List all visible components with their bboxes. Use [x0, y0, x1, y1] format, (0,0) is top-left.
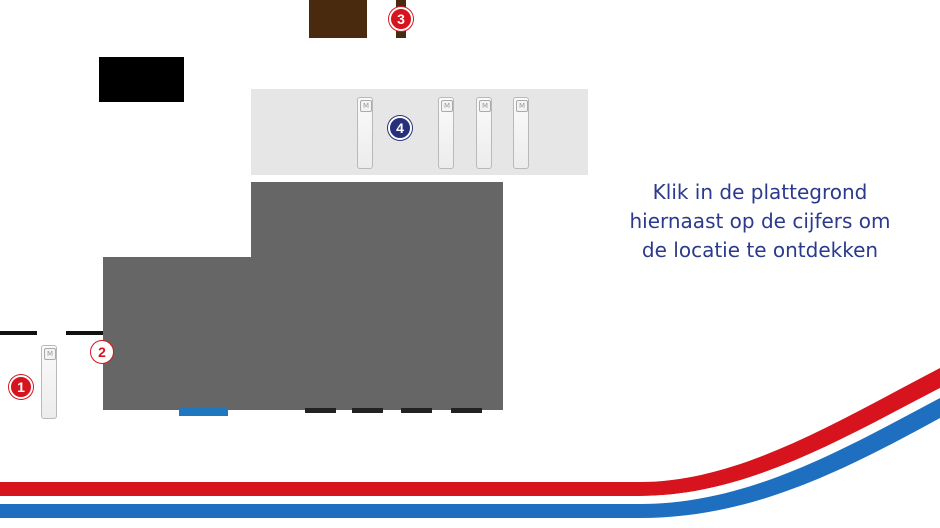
brown-structure	[309, 0, 367, 38]
instruction-text: Klik in de plattegrond hiernaast op de c…	[610, 178, 910, 265]
location-marker-4[interactable]: 4	[388, 116, 412, 140]
ribbon-red-stripe	[0, 368, 940, 496]
black-structure	[99, 57, 184, 102]
location-marker-3[interactable]: 3	[389, 7, 413, 31]
marker-label: 1	[17, 379, 25, 395]
building-lower	[103, 257, 503, 410]
parking-marking	[401, 408, 432, 413]
charging-station: M	[476, 97, 492, 169]
charging-station: M	[41, 345, 57, 419]
blue-marking	[179, 408, 228, 416]
charging-station: M	[513, 97, 529, 169]
parking-marking	[451, 408, 482, 413]
barrier-left	[0, 331, 37, 335]
parking-marking	[305, 408, 336, 413]
location-marker-2[interactable]: 2	[90, 340, 114, 364]
charging-zone	[251, 89, 588, 175]
instruction-line-2: hiernaast op de cijfers om	[629, 209, 891, 233]
charging-station: M	[438, 97, 454, 169]
parking-marking	[352, 408, 383, 413]
marker-label: 2	[98, 344, 106, 360]
barrier-right	[66, 331, 103, 335]
marker-label: 3	[397, 11, 405, 27]
charging-station: M	[357, 97, 373, 169]
instruction-line-1: Klik in de plattegrond	[652, 180, 868, 204]
ribbon-blue-stripe	[0, 398, 940, 518]
marker-label: 4	[396, 120, 404, 136]
location-marker-1[interactable]: 1	[9, 375, 33, 399]
instruction-line-3: de locatie te ontdekken	[641, 238, 879, 262]
